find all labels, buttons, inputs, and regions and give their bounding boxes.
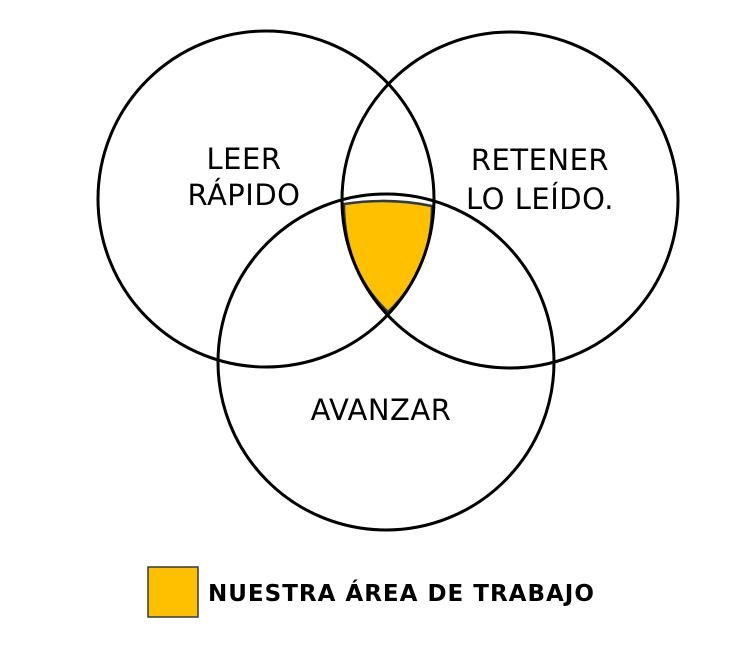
legend-swatch	[147, 566, 199, 618]
circle-leer-rapido	[96, 29, 436, 369]
intersection-highlight	[342, 199, 434, 314]
legend-label: NUESTRA ÁREA DE TRABAJO	[208, 579, 595, 607]
legend: NUESTRA ÁREA DE TRABAJO	[147, 566, 595, 618]
label-leer-rapido-line2: RÁPIDO	[187, 178, 300, 212]
label-avanzar: AVANZAR	[311, 393, 452, 427]
label-retener-line1: RETENER	[471, 143, 609, 177]
circle-avanzar	[216, 192, 556, 532]
label-retener-line2: LO LEÍDO.	[466, 182, 614, 216]
label-leer-rapido-line1: LEER	[207, 142, 282, 176]
